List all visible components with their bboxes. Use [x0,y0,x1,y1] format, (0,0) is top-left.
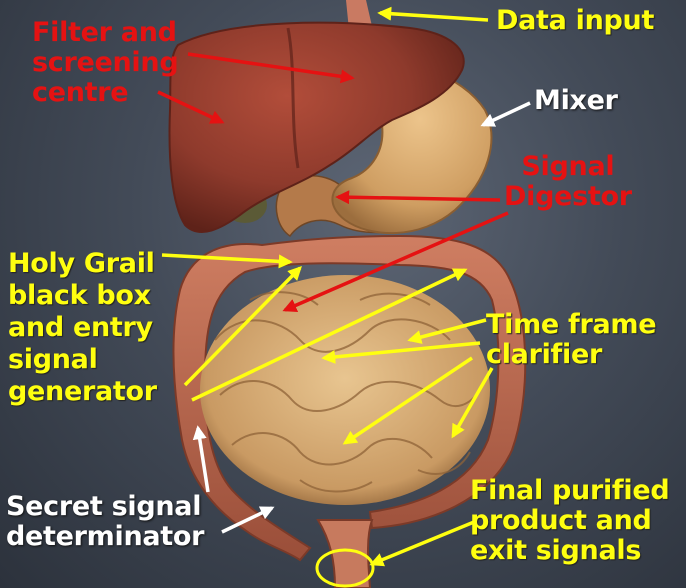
rectum [316,519,374,588]
label-data-input: Data input [496,5,655,36]
arrow-holy-grail-3 [191,268,468,402]
arrow-data-input [377,6,489,22]
arrow-final-product [369,520,475,567]
arrow-secret-2 [221,506,275,534]
arrow-time-frame-4 [451,367,494,439]
arrow-time-frame-2 [321,341,481,364]
arrow-holy-grail-1 [161,253,293,269]
arrow-time-frame-1 [407,318,487,344]
label-secret-signal-determinator: Secret signal determinator [6,491,205,552]
annotation-arrows [157,6,531,567]
small-intestine [200,275,490,505]
label-mixer: Mixer [534,85,618,116]
label-holy-grail: Holy Grail black box and entry signal ge… [8,248,157,407]
label-final-purified-product: Final purified product and exit signals [470,475,670,566]
arrow-secret-1 [192,425,210,493]
arrow-filter-2 [157,90,225,124]
label-filter-screening-centre: Filter and screening centre [32,17,179,108]
arrow-time-frame-3 [342,356,473,445]
exit-highlight-circle [315,548,375,588]
label-signal-digestor: Signal Digestor [504,151,632,212]
label-time-frame-clarifier: Time frame clarifier [486,309,657,370]
stomach [331,56,493,235]
arrow-signal-digestor-1 [335,190,501,205]
arrow-filter-1 [187,52,355,84]
arrow-mixer [480,101,531,127]
arrow-signal-digestor-2 [282,211,509,312]
liver [168,21,465,233]
arrow-holy-grail-2 [183,266,302,387]
